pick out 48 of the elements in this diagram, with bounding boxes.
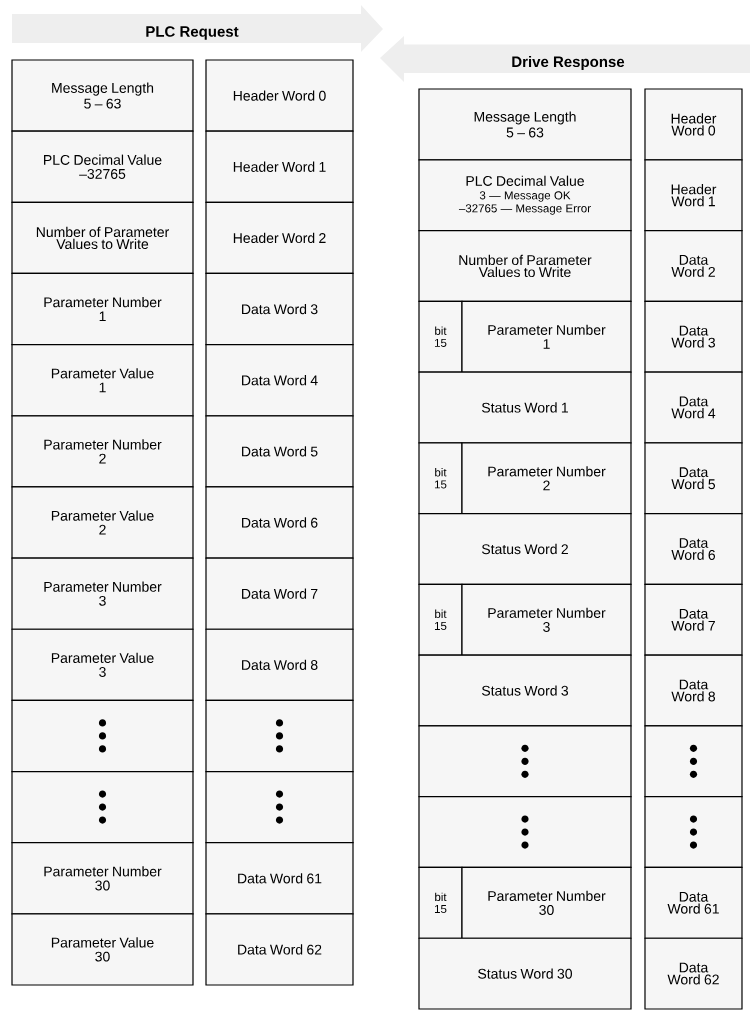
table-cell: Message Length 5 – 63 [11, 59, 194, 132]
ellipsis-cell [644, 725, 743, 798]
table-cell: Data Word 4 [644, 371, 743, 444]
table-cell: Data Word 8 [644, 654, 743, 727]
table-cell: Data Word 4 [205, 344, 354, 417]
heading-banner: PLC Request [12, 5, 383, 52]
table-cell: Data Word 6 [205, 486, 354, 559]
table-cell: Data Word 5 [644, 442, 743, 515]
table-cell: Parameter Value 2 [11, 486, 194, 559]
bit-cell: bit 15 [418, 300, 463, 373]
table-cell: Data Word 3 [205, 272, 354, 346]
table-cell: Parameter Value 1 [11, 344, 194, 417]
heading-banner: Drive Response [380, 36, 750, 82]
bit-cell: bit 15 [418, 866, 463, 939]
table-cell: Data Word 3 [644, 300, 743, 373]
table-cell: PLC Decimal Value 3 — Message OK –32765 — Message Error [418, 159, 632, 232]
bit-cell: bit 15 [418, 583, 463, 656]
table-cell: Parameter Number 30 [11, 842, 194, 915]
table-cell: Data Word 6 [644, 513, 743, 585]
table-cell: Number of Parameter Values to Write [11, 201, 194, 275]
ellipsis-cell [205, 699, 354, 773]
table-cell: Header Word 0 [205, 59, 354, 132]
ellipsis-cell [11, 699, 194, 773]
table-cell: Parameter Value 3 [11, 628, 194, 701]
table-cell: Data Word 62 [644, 937, 743, 1010]
table-cell: PLC Decimal Value –32765 [11, 130, 194, 203]
table-cell: Data Word 61 [205, 842, 354, 915]
table-cell: Header Word 2 [205, 201, 354, 275]
table-cell: Parameter Number 1 [11, 272, 194, 346]
table-cell: Data Word 7 [644, 583, 743, 656]
ellipsis-cell [11, 770, 194, 844]
table-cell: Header Word 0 [644, 88, 743, 161]
table-cell: Parameter Number 3 [11, 557, 194, 630]
table-cell: Header Word 1 [644, 159, 743, 232]
bit-cell: bit 15 [418, 442, 463, 515]
table-cell: Data Word 7 [205, 557, 354, 630]
table-cell: Data Word 61 [644, 866, 743, 939]
ellipsis-cell [205, 770, 354, 844]
table-cell: Data Word 62 [205, 913, 354, 986]
ellipsis-cell [644, 796, 743, 869]
table-cell: Parameter Number 2 [11, 415, 194, 488]
table-cell: Parameter Value 30 [11, 913, 194, 986]
table-cell: Data Word 8 [205, 628, 354, 701]
table-cell: Header Word 1 [205, 130, 354, 203]
table-cell: Message Length 5 – 63 [418, 88, 632, 161]
table-cell: Data Word 5 [205, 415, 354, 488]
ellipsis-cell [418, 725, 632, 798]
table-cell: Data Word 2 [644, 229, 743, 302]
